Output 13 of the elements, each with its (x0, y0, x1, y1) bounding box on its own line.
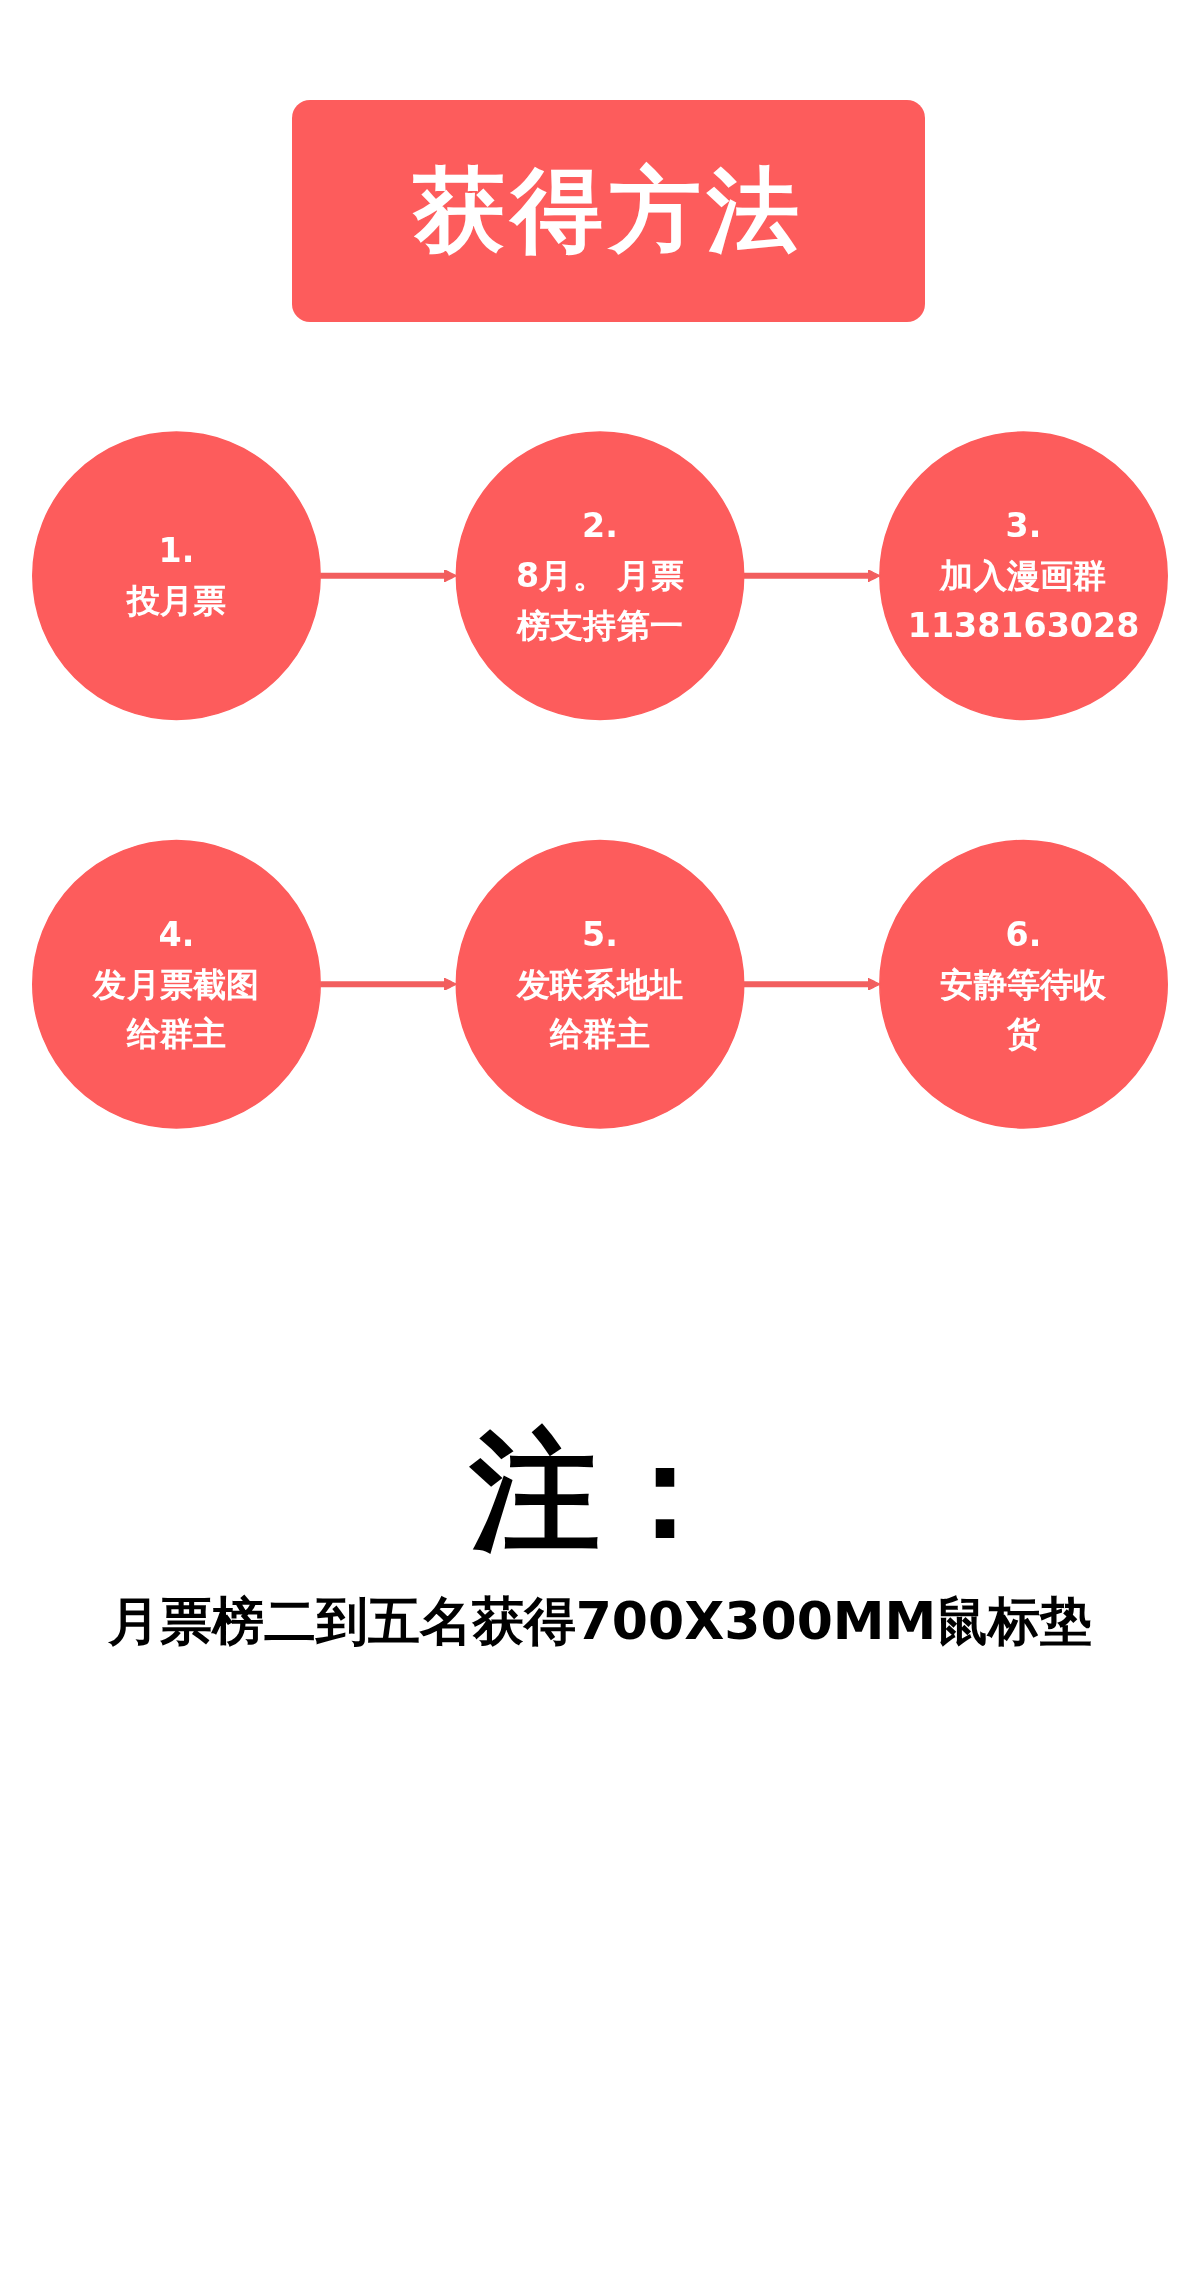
arrow (320, 977, 457, 991)
arrow (743, 569, 881, 583)
arrow (743, 977, 881, 991)
note-heading: 注： (470, 1420, 730, 1563)
node-circle: 2. 8月。 月票榜支持第一 (455, 431, 745, 721)
node-circle: 4. 发月票截图给群主 (32, 839, 321, 1129)
node-circle: 3. 加入漫画群 1138163028 (879, 431, 1168, 721)
node-circle: 6. 安静等待收货 (879, 839, 1168, 1129)
arrow (320, 569, 457, 583)
node-circle: 1. 投月票 (32, 431, 321, 721)
note-text: 月票榜二到五名获得700X300MM鼠标垫 (107, 1590, 1093, 1653)
node-circle: 5. 发联系地址给群主 (455, 839, 745, 1129)
title-banner: 获得方法 (292, 100, 925, 322)
